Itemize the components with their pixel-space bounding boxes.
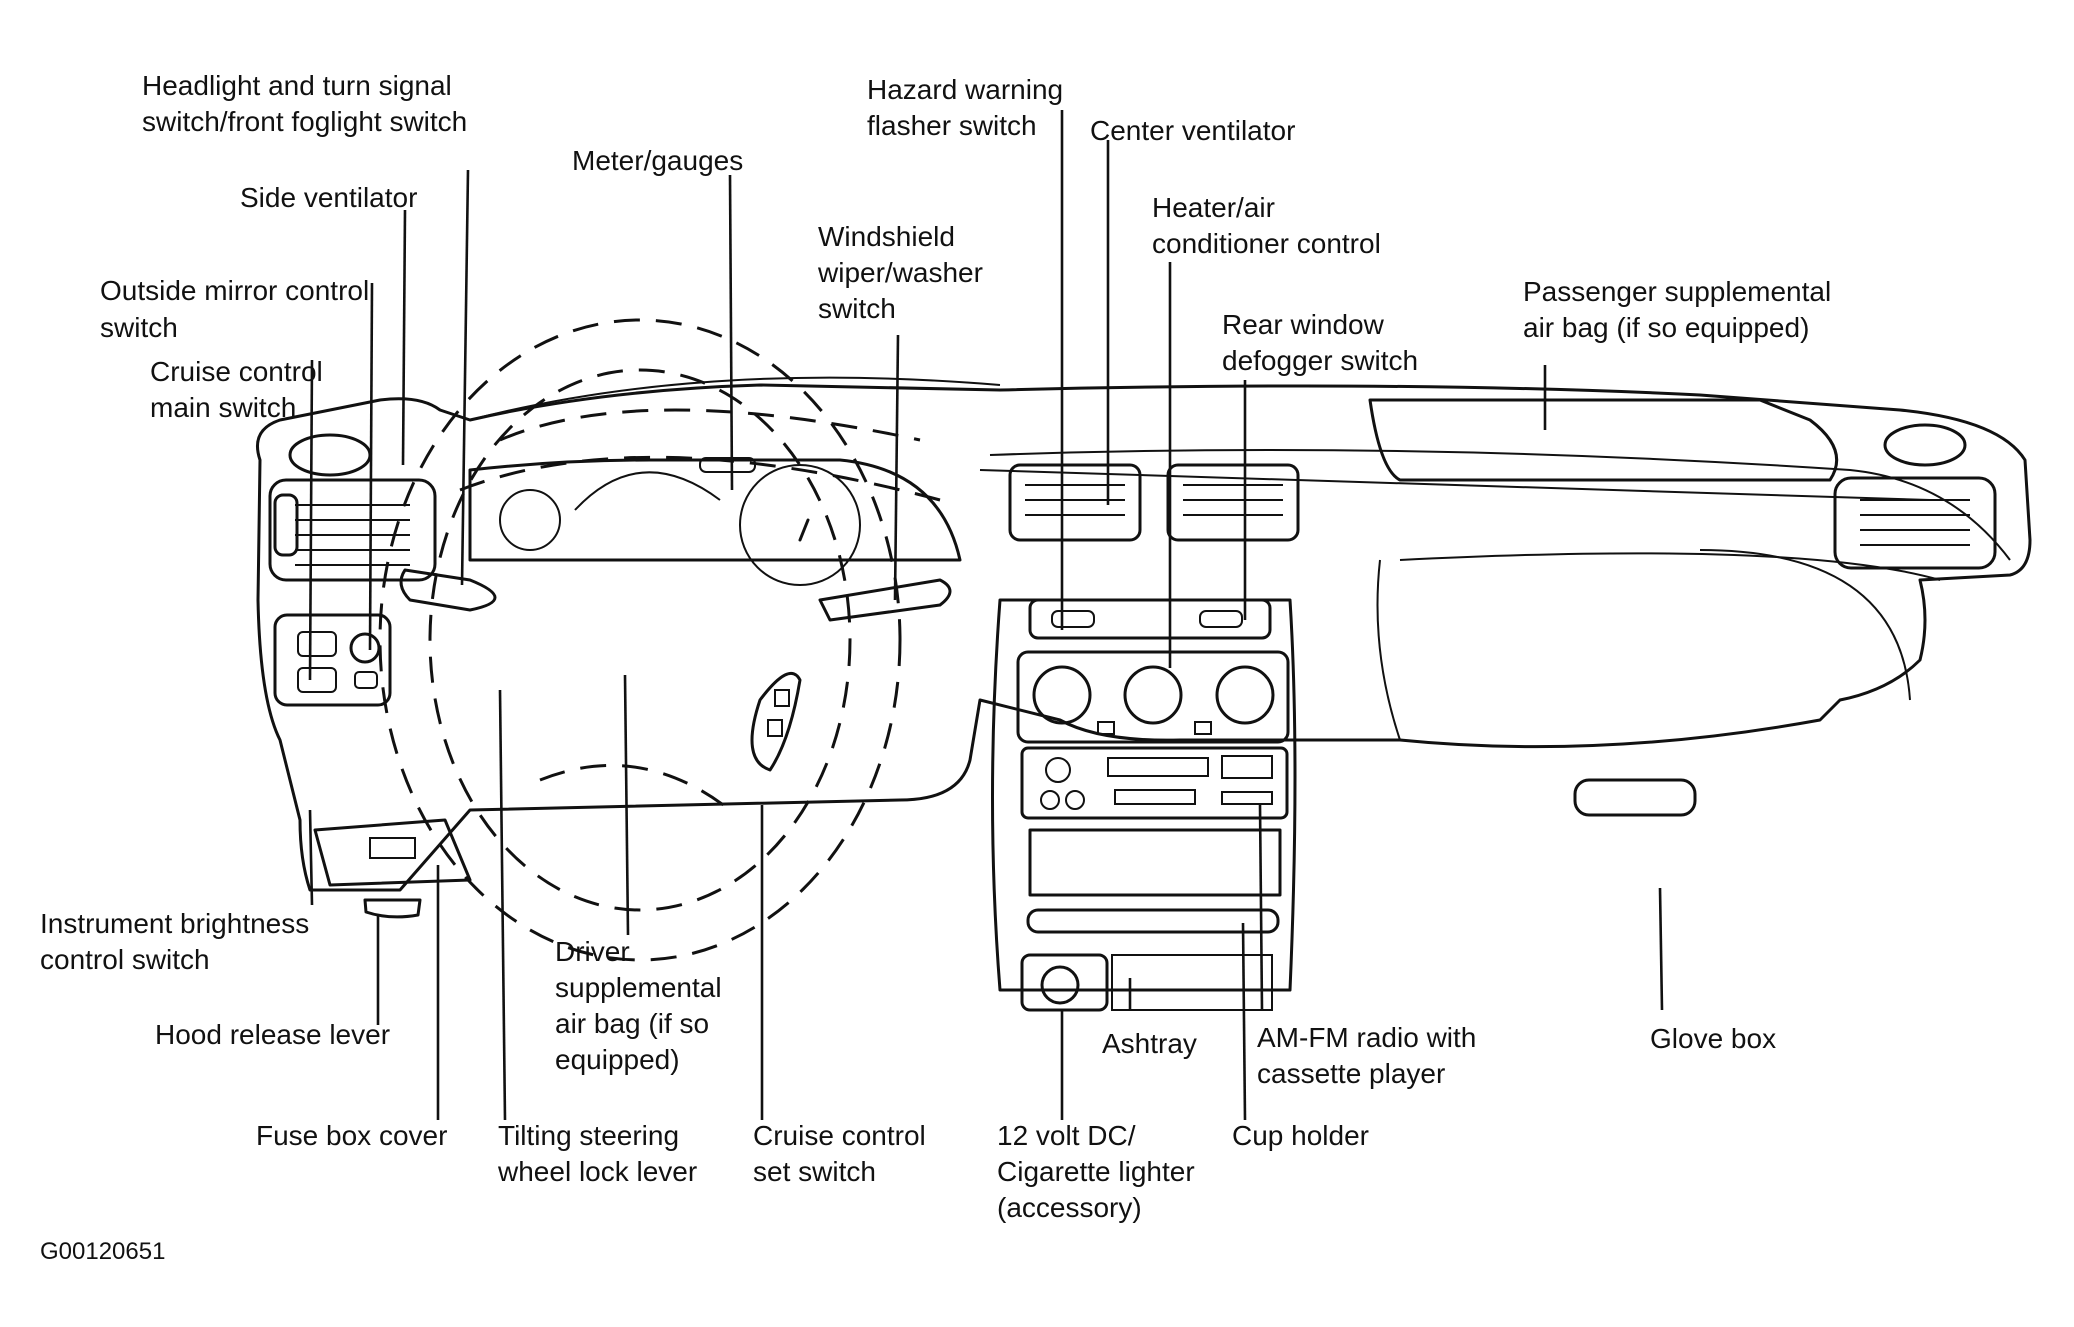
label-cruise-main-switch: Cruise control main switch <box>150 356 331 423</box>
label-instrument-brightness: Instrument brightness control switch <box>40 908 317 975</box>
label-outside-mirror-switch: Outside mirror control switch <box>100 275 377 343</box>
label-tilting-lever: Tilting steering wheel lock lever <box>497 1120 697 1187</box>
label-meter-gauges: Meter/gauges <box>572 145 743 176</box>
label-driver-airbag: Driver supplemental air bag (if so equip… <box>555 936 729 1075</box>
label-center-ventilator: Center ventilator <box>1090 115 1295 146</box>
label-cruise-set-switch: Cruise control set switch <box>753 1120 934 1187</box>
label-side-ventilator: Side ventilator <box>240 182 417 213</box>
figure-code: G00120651 <box>40 1238 165 1265</box>
label-cup-holder: Cup holder <box>1232 1120 1369 1151</box>
label-ashtray: Ashtray <box>1102 1028 1197 1059</box>
leader-lines <box>308 110 1664 1121</box>
label-radio: AM-FM radio with cassette player <box>1257 1022 1484 1089</box>
label-glove-box: Glove box <box>1650 1023 1776 1054</box>
label-passenger-airbag: Passenger supplemental air bag (if so eq… <box>1523 276 1839 343</box>
labels: Headlight and turn signal switch/front f… <box>40 70 1839 1223</box>
label-cigarette-lighter: 12 volt DC/ Cigarette lighter (accessory… <box>997 1120 1202 1223</box>
dashboard-drawing <box>256 318 2032 1012</box>
label-windshield-wiper: Windshield wiper/washer switch <box>817 221 991 324</box>
label-fuse-box-cover: Fuse box cover <box>256 1120 447 1151</box>
label-hood-release: Hood release lever <box>155 1019 390 1050</box>
label-headlight-switch: Headlight and turn signal switch/front f… <box>142 70 467 137</box>
label-heater-ac-control: Heater/air conditioner control <box>1152 192 1381 259</box>
label-hazard-switch: Hazard warning flasher switch <box>867 74 1071 141</box>
label-rear-defogger: Rear window defogger switch <box>1222 309 1418 376</box>
